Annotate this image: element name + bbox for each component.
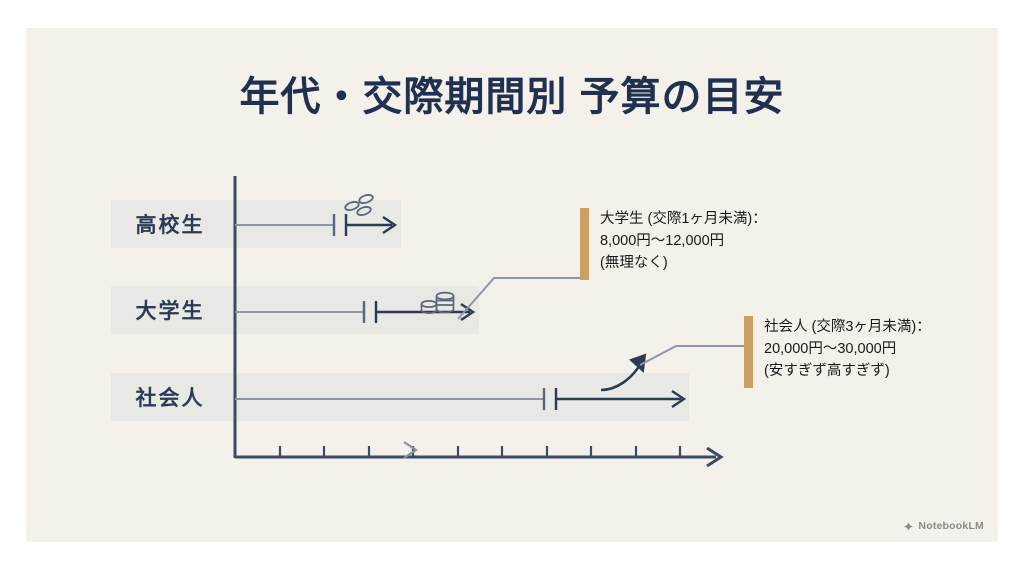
callout-worker: 社会人 (交際3ヶ月未満)： 20,000円〜30,000円 (安すぎず高すぎず… — [744, 316, 931, 388]
x-axis-arrowhead — [706, 446, 724, 468]
notebooklm-label: NotebookLM — [918, 520, 984, 532]
callout-worker-line3: (安すぎず高すぎず) — [764, 363, 890, 380]
callout-worker-line1: 社会人 (交際3ヶ月未満)： — [764, 319, 931, 335]
callout-university: 大学生 (交際1ヶ月未満)： 8,000円〜12,000円 (無理なく) — [580, 208, 767, 280]
callout-text-university: 大学生 (交際1ヶ月未満)： 8,000円〜12,000円 (無理なく) — [600, 208, 767, 274]
notebooklm-spark-icon — [903, 521, 914, 532]
coin-stack-icon — [420, 291, 455, 314]
category-band-worker — [111, 373, 229, 421]
callout-accent-bar-worker — [744, 316, 753, 388]
category-label-worker: 社会人 — [135, 387, 205, 410]
callout-text-worker: 社会人 (交際3ヶ月未満)： 20,000円〜30,000円 (安すぎず高すぎず… — [764, 316, 931, 382]
callout-worker-line2: 20,000円〜30,000円 — [764, 341, 897, 358]
category-label-university: 大学生 — [135, 300, 205, 323]
leader-line-worker — [639, 345, 746, 366]
growth-arrow-icon — [600, 353, 647, 392]
plot-band-worker — [229, 373, 689, 421]
x-axis-ticks — [278, 446, 682, 457]
category-label-highschool: 高校生 — [135, 214, 205, 237]
leader-line-university — [457, 277, 582, 320]
callout-university-line1: 大学生 (交際1ヶ月未満)： — [600, 211, 767, 227]
chart-canvas — [233, 176, 746, 468]
page-title: 年代・交際期間別 予算の目安 — [239, 75, 785, 119]
callout-university-line3: (無理なく) — [600, 255, 668, 272]
bar-highschool — [235, 214, 398, 236]
scattered-coins-icon — [344, 194, 374, 216]
category-band-university — [111, 286, 229, 334]
callout-accent-bar-university — [580, 208, 589, 280]
category-band-highschool — [111, 200, 229, 248]
notebooklm-watermark: NotebookLM — [903, 520, 984, 532]
callout-university-line2: 8,000円〜12,000円 — [600, 233, 725, 250]
slide-card: 年代・交際期間別 予算の目安 高校生 大学生 社会人 — [26, 28, 998, 542]
x-axis-midpoint-marker — [403, 441, 418, 459]
bar-worker — [235, 388, 687, 410]
